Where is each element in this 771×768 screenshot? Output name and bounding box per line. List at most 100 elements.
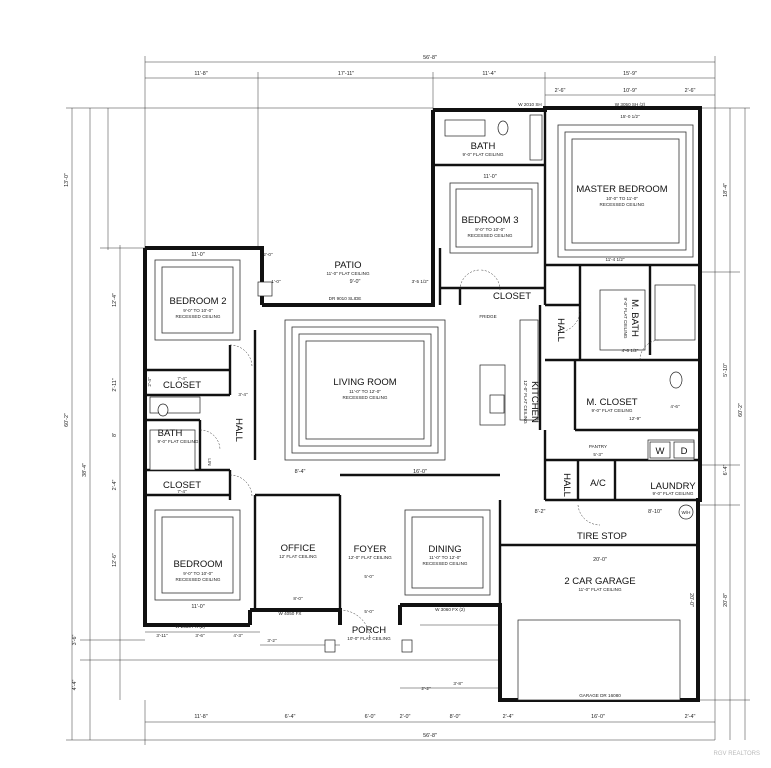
interior-walls (145, 108, 700, 610)
dim-master-width: 15'-0 1/2" (620, 114, 640, 119)
room-lin-name: LIN (207, 458, 212, 465)
label-dr-slide: DR 9010 SLIDE (329, 296, 362, 301)
dim-top-3: 15'-9" (623, 71, 637, 77)
room-bedroom-ceiling-type: RECESSED CEILING (176, 577, 221, 582)
room-bedroom2-ceiling-type: RECESSED CEILING (176, 314, 221, 319)
room-tire-stop-name: TIRE STOP (577, 531, 627, 542)
dim-left-seg-0: 12'-4" (112, 293, 118, 307)
room-bedroom3-ceiling: 9'-0" TO 10'-0" (475, 227, 505, 232)
dim-bottom-1: 6'-4" (285, 714, 296, 720)
dim-patio-3-5: 3'-5 1/2" (412, 279, 429, 284)
door-swings (199, 269, 661, 641)
dim-left-4-3: 4'-3" (233, 633, 243, 638)
dim-mb-11-4: 11'-4 1/2" (605, 257, 624, 262)
room-patio-name: PATIO (334, 260, 361, 271)
dim-lin-7-4b: 7'-4" (177, 489, 187, 494)
room-hall-kitchen-name: HALL (555, 318, 566, 342)
label-w2550: W 2550 FX (2) (175, 624, 205, 629)
dim-top-2: 11'-4" (482, 71, 495, 77)
dim-bottom-4: 8'-0" (450, 714, 461, 720)
dim-left-outer-1: 38'-4" (82, 463, 88, 477)
room-living-name: LIVING ROOM (333, 377, 396, 388)
dim-left-seg-5: 3'-6" (72, 635, 78, 646)
dim-bottom-6: 16'-0" (591, 714, 605, 720)
room-m-closet-ceiling: 9'-0" FLAT CEILING (592, 408, 633, 413)
room-porch-ceiling: 10'-0" FLAT CEILING (347, 636, 391, 641)
dim-porch-2-2: 2'-2" (421, 686, 431, 691)
dim-garage-width: 20'-0" (593, 557, 607, 563)
dim-left-seg-4: 12'-6" (112, 553, 118, 567)
dim-foyer-5: 5'-0" (364, 574, 374, 579)
room-bath-top-ceiling: 9'-0" FLAT CEILING (463, 152, 504, 157)
room-office-name: OFFICE (281, 543, 316, 554)
label-w2010: W 2010 SH (518, 102, 542, 107)
dim-bottom-5: 2'-4" (503, 714, 514, 720)
dim-tire-8-2: 8'-2" (535, 509, 546, 515)
room-hall-right-name: HALL (561, 473, 572, 497)
room-bedroom3-name: BEDROOM 3 (461, 215, 518, 226)
dim-right-outer-1: 5'-10" (723, 363, 729, 377)
room-dining-ceiling: 11'-0" TO 12'-0" (429, 555, 461, 560)
dim-patio-width: 9'-0" (350, 279, 361, 285)
dim-left-seg-6: 4'-4" (72, 680, 78, 691)
dim-bottom-overall: 56'-8" (423, 733, 437, 739)
dim-mc-4-6: 4'-6" (670, 404, 680, 409)
dim-hall-3-4: 3'-4" (238, 392, 248, 397)
room-master-bedroom-name: MASTER BEDROOM (576, 184, 667, 195)
dim-left-seg-2: 8' (112, 433, 118, 437)
dim-office-8: 8'-0" (293, 596, 303, 601)
room-living-ceiling: 11'-0" TO 12'-0" (349, 389, 381, 394)
dim-garage-depth: 20'-0" (688, 593, 694, 607)
label-w4050: W 4050 FX (279, 611, 302, 616)
room-closet-top-name: CLOSET (493, 291, 531, 302)
room-pantry-name: PANTRY (589, 444, 607, 449)
fixtures (149, 114, 696, 701)
dim-patio-1-0: 1'-0" (271, 279, 281, 284)
dim-bottom-7: 2'-4" (685, 714, 696, 720)
dim-left-outer-0: 13'-0" (64, 173, 70, 187)
dim-bottom-0: 11'-8" (194, 714, 207, 720)
room-garage-ceiling: 11'-0" FLAT CEILING (578, 587, 622, 592)
dim-bottom-2: 6'-0" (365, 714, 376, 720)
dim-left-seg-3: 2'-4" (112, 480, 118, 491)
dim-lin-7-4a: 7'-4" (177, 376, 187, 381)
room-closet-left1-name: CLOSET (163, 380, 201, 391)
room-garage-name: 2 CAR GARAGE (564, 576, 635, 587)
dim-closet-2-4: 2'-4" (147, 377, 152, 387)
room-patio-ceiling: 11'-0" FLAT CEILING (326, 271, 370, 276)
room-office-ceiling: 12' FLAT CEILING (279, 554, 317, 559)
room-foyer-name: FOYER (354, 544, 387, 555)
room-closet-left2-name: CLOSET (163, 480, 201, 491)
label-garage-door: GARAGE DR 16080 (579, 693, 621, 698)
dim-tire-8-10: 8'-10" (648, 509, 662, 515)
dim-overall-depth: 60'-2" (64, 413, 70, 427)
dim-porch-3-2: 3'-2" (267, 638, 277, 643)
room-laundry-ceiling: 9'-0" FLAT CEILING (653, 491, 694, 496)
room-kitchen-name: KITCHEN (529, 381, 540, 423)
dim-mc-12-9: 12'-9" (629, 416, 641, 421)
dim-mb-4-6: 4'-6 1/2" (622, 348, 639, 353)
dim-bottom-3: 2'-0" (400, 714, 411, 720)
room-hall-left-name: HALL (233, 418, 244, 442)
room-kitchen-ceiling: 12'-0" FLAT CEILING (523, 380, 528, 424)
room-m-bath-name: M. BATH (629, 299, 640, 337)
room-bedroom3-ceiling-type: RECESSED CEILING (468, 233, 513, 238)
dim-right-outer-2: 6'-4" (723, 465, 729, 476)
dim-bedroom-width: 11'-0" (191, 604, 204, 610)
room-bedroom2-ceiling: 9'-0" TO 10'-0" (183, 308, 213, 313)
dim-top-right-0: 2'-6" (555, 88, 566, 94)
dim-left-seg-1: 2'-11" (112, 378, 118, 391)
dim-kitchen-5-3: 5'-3" (593, 452, 603, 457)
room-porch-name: PORCH (352, 625, 386, 636)
dim-overall-width: 56'-8" (423, 55, 437, 61)
dim-hall-8-4: 8'-4" (295, 469, 306, 475)
label-dryer: D (681, 446, 688, 457)
dim-right-total: 60'-2" (738, 403, 744, 417)
label-w3060: W 3060 FX (2) (435, 607, 465, 612)
room-dining-name: DINING (428, 544, 461, 555)
room-bedroom-ceiling: 9'-0" TO 10'-0" (183, 571, 213, 576)
dim-top-right-2: 2'-6" (685, 88, 696, 94)
label-fridge: FRIDGE (479, 314, 496, 319)
room-laundry-name: LAUNDRY (650, 481, 696, 492)
room-foyer-ceiling: 12'-0" FLAT CEILING (348, 555, 392, 560)
